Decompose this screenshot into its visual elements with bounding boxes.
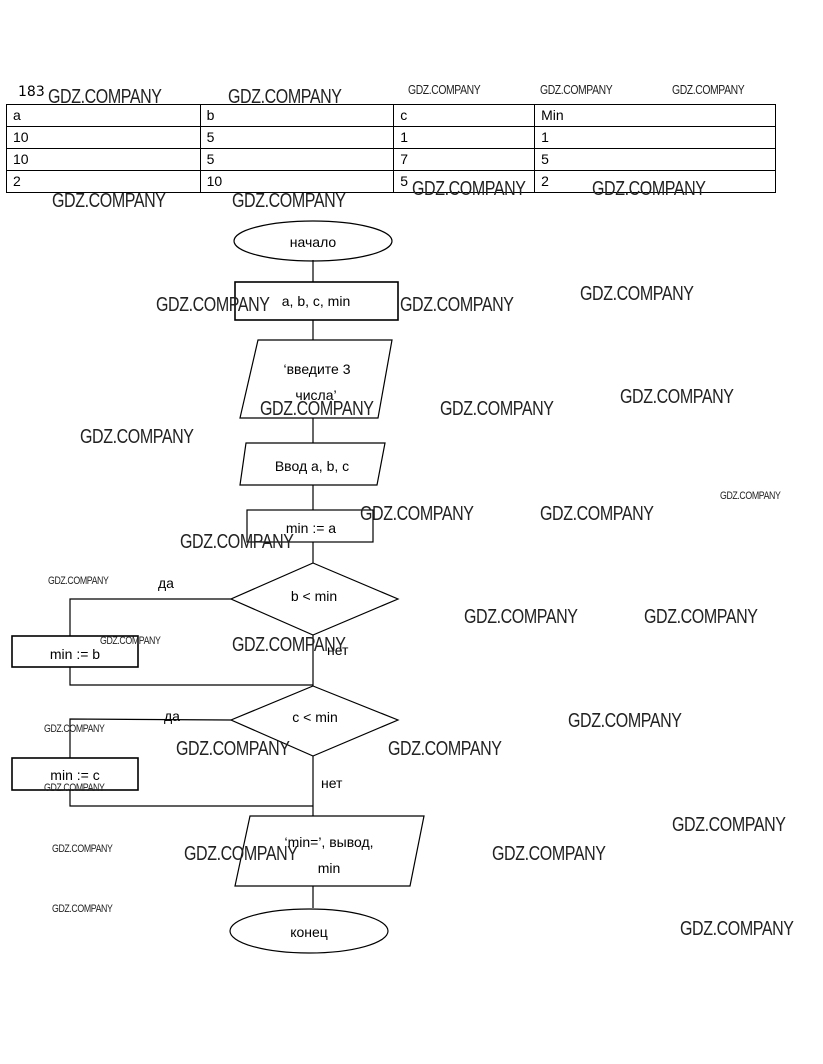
condition-c-diamond: [229, 685, 400, 757]
watermark: GDZ.COMPANY: [228, 86, 342, 108]
task-number: 183: [18, 84, 45, 100]
condition-b-diamond: [229, 562, 400, 636]
cond2-no-label: нет: [321, 775, 343, 791]
watermark: GDZ.COMPANY: [540, 82, 613, 97]
watermark: GDZ.COMPANY: [52, 190, 166, 212]
condition-b-label: b < min: [291, 588, 337, 604]
assign-min-a-label: min := a: [286, 520, 336, 536]
watermark: GDZ.COMPANY: [680, 918, 794, 940]
cond2-yes-label: да: [164, 708, 180, 724]
end-label: конец: [290, 924, 328, 940]
watermark: GDZ.COMPANY: [360, 503, 474, 525]
result-label-line1: ‘min=’, вывод,: [284, 834, 373, 850]
watermark: GDZ.COMPANY: [80, 426, 194, 448]
watermark: GDZ.COMPANY: [492, 843, 606, 865]
cond1-no-label: нет: [327, 642, 349, 658]
table-cell: 2: [6, 170, 201, 193]
declare-box: [234, 281, 399, 321]
assign-min-c-label: min := c: [50, 767, 99, 783]
assign-min-a-box: [246, 509, 374, 543]
watermark: GDZ.COMPANY: [464, 606, 578, 628]
connector-lines: [69, 260, 314, 908]
watermark: GDZ.COMPANY: [568, 710, 682, 732]
watermark: GDZ.COMPANY: [100, 635, 161, 647]
declare-label: a, b, c, min: [282, 293, 350, 309]
watermark: GDZ.COMPANY: [400, 294, 514, 316]
table-cell: 10: [6, 126, 201, 149]
watermark: GDZ.COMPANY: [644, 606, 758, 628]
watermark: GDZ.COMPANY: [232, 190, 346, 212]
watermark: GDZ.COMPANY: [176, 738, 290, 760]
prompt-label-line2: числа’: [295, 387, 336, 403]
watermark: GDZ.COMPANY: [620, 386, 734, 408]
watermark: GDZ.COMPANY: [52, 903, 113, 915]
watermark: GDZ.COMPANY: [408, 82, 481, 97]
watermark: GDZ.COMPANY: [44, 723, 105, 735]
watermark: GDZ.COMPANY: [672, 82, 745, 97]
watermark: GDZ.COMPANY: [232, 634, 346, 656]
end-terminator: [229, 908, 389, 954]
result-output-shape: [234, 815, 425, 887]
prompt-output-shape: [239, 339, 393, 419]
assign-min-b-label: min := b: [50, 646, 100, 662]
assign-min-b-box: [11, 635, 139, 668]
watermark: GDZ.COMPANY: [180, 531, 294, 553]
table-row: 2 10 5 2: [6, 170, 776, 193]
table-row: 10 5 7 5: [6, 148, 776, 171]
watermark: GDZ.COMPANY: [540, 503, 654, 525]
cond1-yes-label: да: [158, 575, 174, 591]
prompt-label-line1: ‘введите 3: [283, 361, 350, 377]
assign-min-c-box: [11, 757, 139, 791]
start-label: начало: [290, 234, 337, 250]
watermark: GDZ.COMPANY: [52, 843, 113, 855]
start-terminator: [233, 220, 393, 262]
watermark: GDZ.COMPANY: [44, 782, 105, 794]
watermark: GDZ.COMPANY: [580, 283, 694, 305]
result-label-line2: min: [318, 860, 341, 876]
watermark: GDZ.COMPANY: [260, 398, 374, 420]
watermark: GDZ.COMPANY: [48, 86, 162, 108]
input-label: Ввод a, b, c: [275, 458, 349, 474]
watermark: GDZ.COMPANY: [184, 843, 298, 865]
input-shape: [239, 442, 386, 486]
condition-c-label: c < min: [292, 709, 338, 725]
table-cell: 2: [534, 170, 776, 193]
watermark: GDZ.COMPANY: [156, 294, 270, 316]
watermark: GDZ.COMPANY: [440, 398, 554, 420]
watermark: GDZ.COMPANY: [672, 814, 786, 836]
values-table: a b c Min 10 5 1 1 10 5 7 5 2 10 5 2: [6, 104, 776, 193]
watermark: GDZ.COMPANY: [48, 575, 109, 587]
watermark: GDZ.COMPANY: [592, 178, 706, 200]
watermark: GDZ.COMPANY: [388, 738, 502, 760]
watermark: GDZ.COMPANY: [412, 178, 526, 200]
watermark: GDZ.COMPANY: [720, 490, 781, 502]
